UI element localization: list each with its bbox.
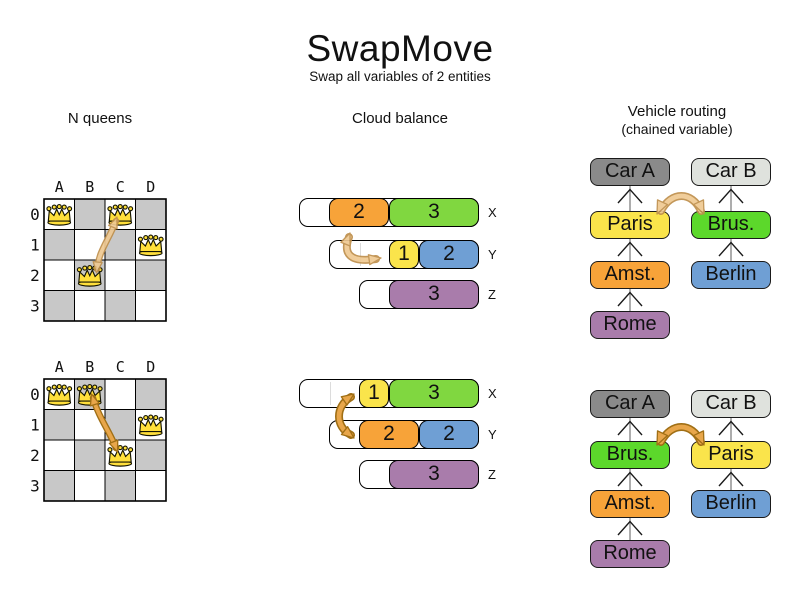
cloud-process-block: 2 (419, 240, 479, 269)
chain-link-arrow (617, 289, 643, 311)
vehicle-node: Car A (590, 158, 670, 186)
board-cell (135, 259, 167, 291)
cloud-process-block: 3 (389, 198, 479, 227)
cloud-process-block: 2 (329, 198, 389, 227)
board-cell (43, 290, 75, 322)
capacity-tick (360, 243, 361, 266)
cloud-process-block: 3 (389, 379, 479, 408)
board-row-label: 0 (30, 385, 40, 404)
chain-link-arrow (718, 186, 744, 211)
cloud-row-label: Z (488, 287, 496, 302)
cloud-row-label: Y (488, 427, 497, 442)
board-cell (43, 229, 75, 261)
board-cell (43, 470, 75, 502)
queen-icon (107, 444, 134, 467)
queen-icon (137, 234, 164, 257)
nqueens-board-after: A B C D 0 1 2 3 (30, 358, 167, 502)
chain-link-arrow (718, 239, 744, 261)
cloud-process-block: 2 (419, 420, 479, 449)
board-cell (74, 470, 106, 502)
queen-icon (76, 264, 103, 287)
section-label-cloud: Cloud balance (352, 110, 448, 127)
board-cell (43, 409, 75, 441)
board-row-label: 2 (30, 446, 40, 465)
cloud-process-block: 2 (359, 420, 419, 449)
vehicle-node: Amst. (590, 261, 670, 289)
cloud-row-label: Y (488, 247, 497, 262)
chain-link-arrow (617, 186, 643, 211)
board-cell (43, 439, 75, 471)
chain-link-arrow (617, 518, 643, 540)
board-cell (43, 259, 75, 291)
vehicle-node: Berlin (691, 261, 771, 289)
vehicle-node: Rome (590, 311, 670, 339)
board-cell (74, 290, 106, 322)
vehicle-node: Car B (691, 158, 771, 186)
vehicle-node: Rome (590, 540, 670, 568)
chain-link-arrow (617, 239, 643, 261)
chain-link-arrow (718, 418, 744, 441)
board-cell (135, 378, 167, 410)
board-row-label: 0 (30, 205, 40, 224)
capacity-tick (330, 382, 331, 405)
board-column-label: D (146, 178, 155, 196)
cloud-process-block: 1 (389, 240, 419, 269)
vehicle-node: Car B (691, 390, 771, 418)
section-sublabel-vehicle: (chained variable) (621, 121, 733, 137)
chain-link-arrow (617, 469, 643, 490)
nqueens-board-before: A B C D 0 1 2 3 (30, 178, 167, 322)
vehicle-node: Brus. (590, 441, 670, 469)
board-row-label: 3 (30, 296, 40, 315)
board-cell (135, 470, 167, 502)
vehicle-node: Paris (590, 211, 670, 239)
board-column-label: B (85, 358, 94, 376)
board-cell (135, 198, 167, 230)
vehicle-node: Amst. (590, 490, 670, 518)
cloud-row-label: X (488, 386, 497, 401)
vehicle-node: Brus. (691, 211, 771, 239)
board-cell (104, 470, 136, 502)
chain-link-arrow (718, 469, 744, 490)
queen-icon (46, 383, 73, 406)
cloud-process-block: 3 (389, 280, 479, 309)
board-row-label: 1 (30, 235, 40, 254)
board-column-label: C (116, 178, 125, 196)
cloud-process-block: 3 (389, 460, 479, 489)
board-cell (104, 259, 136, 291)
page-title: SwapMove (306, 28, 494, 69)
board-row-label: 1 (30, 415, 40, 434)
board-column-label: A (55, 178, 64, 196)
board-cell (104, 229, 136, 261)
cloud-process-block: 1 (359, 379, 389, 408)
queen-icon (46, 203, 73, 226)
board-cell (74, 229, 106, 261)
queen-icon (76, 383, 103, 406)
page-subtitle: Swap all variables of 2 entities (309, 69, 491, 84)
board-cell (104, 378, 136, 410)
board-cell (74, 198, 106, 230)
board-cell (74, 409, 106, 441)
board-cell (104, 290, 136, 322)
cloud-row-label: Z (488, 467, 496, 482)
chain-link-arrow (617, 418, 643, 441)
vehicle-node: Berlin (691, 490, 771, 518)
section-label-vehicle: Vehicle routing (627, 103, 727, 120)
board-row-label: 2 (30, 266, 40, 285)
board-row-label: 3 (30, 476, 40, 495)
board-cell (104, 409, 136, 441)
board-column-label: D (146, 358, 155, 376)
board-cell (135, 439, 167, 471)
board-cell (135, 290, 167, 322)
vehicle-node: Paris (691, 441, 771, 469)
board-column-label: C (116, 358, 125, 376)
board-cell (74, 439, 106, 471)
queen-icon (107, 203, 134, 226)
cloud-row-label: X (488, 205, 497, 220)
board-column-label: A (55, 358, 64, 376)
section-label-nqueens: N queens (67, 110, 133, 127)
board-column-label: B (85, 178, 94, 196)
queen-icon (137, 414, 164, 437)
vehicle-node: Car A (590, 390, 670, 418)
